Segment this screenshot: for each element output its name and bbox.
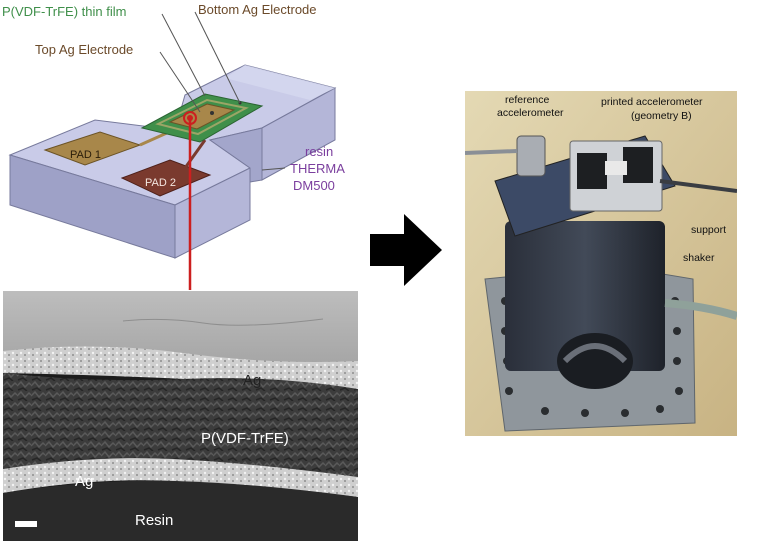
sem-ag-top-label: Ag: [243, 372, 262, 389]
pad-2-label: PAD 2: [145, 177, 176, 189]
resin-block-right-side: [208, 127, 263, 183]
reference-accelerometer: [516, 135, 546, 177]
printed-label-1: printed accelerometer: [601, 96, 703, 108]
top-electrode-label: Top Ag Electrode: [35, 42, 134, 57]
bottom-electrode: [155, 98, 249, 136]
resin-block-side: [174, 167, 251, 259]
bottom-electrode-label: Bottom Ag Electrode: [198, 2, 317, 17]
printed-label-2: (geometry B): [631, 110, 692, 122]
sem-image: Ag P(VDF-TrFE) Ag Resin: [3, 291, 358, 541]
reference-label-1: reference: [505, 94, 550, 106]
pad-1-label: PAD 1: [70, 149, 101, 161]
device-diagram: PAD 1 PAD 2: [8, 11, 337, 290]
sem-layers: [3, 291, 358, 541]
sem-resin-label: Resin: [135, 512, 174, 529]
probe-point: [183, 111, 197, 125]
pad-2: [120, 159, 212, 197]
shaker-label: shaker: [683, 252, 715, 264]
photo-scene: [465, 91, 737, 436]
arrow-icon: [370, 214, 442, 286]
thin-film-label: P(VDF-TrFE) thin film: [2, 4, 127, 19]
support-label: support: [691, 224, 727, 236]
scale-bar: [15, 521, 37, 527]
resin-label-3: DM500: [293, 178, 335, 193]
sem-film-label: P(VDF-TrFE): [201, 430, 289, 447]
reference-label-2: accelerometer: [497, 107, 564, 119]
sem-ag-bottom-label: Ag: [75, 473, 94, 490]
resin-label-1: resin: [305, 144, 334, 159]
resin-label-2: THERMA: [290, 161, 345, 176]
shaker-body: [505, 221, 665, 371]
experiment-photo: reference accelerometer printed accelero…: [465, 91, 737, 436]
